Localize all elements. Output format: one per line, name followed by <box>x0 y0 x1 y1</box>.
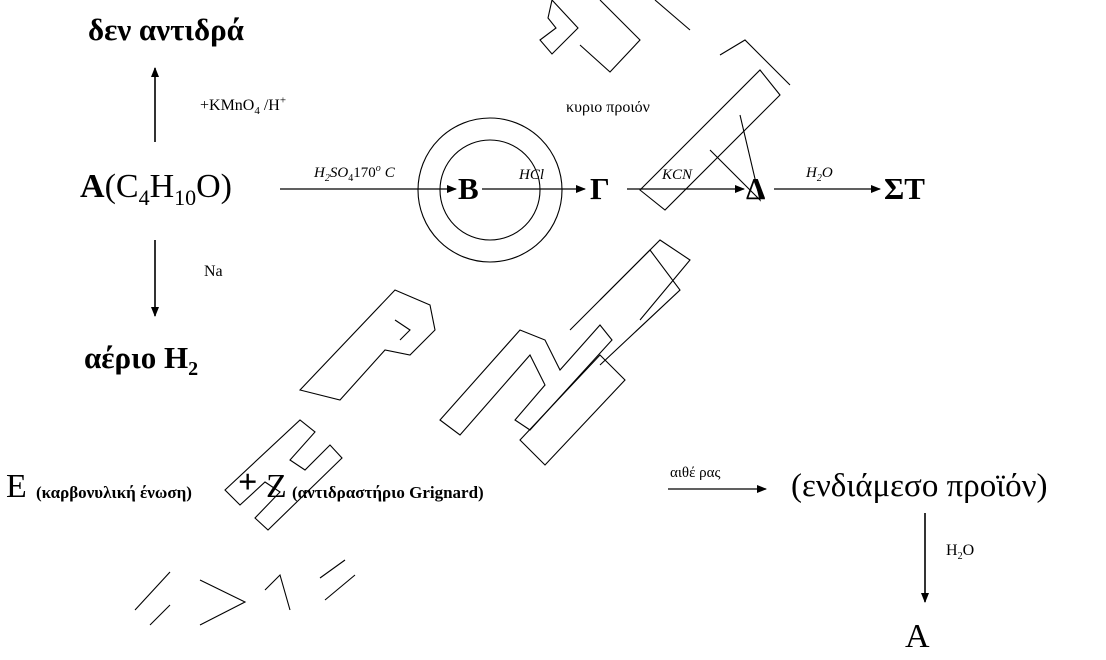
watermark-stroke <box>224 419 343 531</box>
compound-b: B <box>458 171 479 206</box>
h2so4-sub2: 4 <box>348 173 354 184</box>
compound-a-letter: A <box>80 168 105 205</box>
h2o-lower-h: H <box>946 542 958 559</box>
h2o-main-sub: 2 <box>816 173 822 184</box>
watermark-stroke <box>439 139 541 241</box>
h2so4-sub1: 2 <box>324 173 330 184</box>
final-product-a: A <box>905 618 930 655</box>
compound-a-h: H <box>149 168 175 205</box>
compound-z: Z <box>266 468 287 505</box>
h2o-main-h: H <box>806 165 817 181</box>
watermark-stroke <box>394 319 411 341</box>
h2o-main-o: O <box>821 165 833 181</box>
compound-st: ΣT <box>884 171 925 206</box>
watermark-stroke <box>319 559 346 579</box>
watermark-stroke <box>539 0 579 55</box>
kmno4-acid: /H <box>259 97 280 114</box>
watermark-stroke <box>199 579 247 626</box>
watermark-stroke <box>579 0 641 73</box>
watermark-stroke <box>519 354 626 466</box>
compound-a-h-sub: 10 <box>174 184 197 210</box>
na-condition: Na <box>204 263 223 280</box>
h2so4-c: C <box>384 165 395 181</box>
watermark-stroke <box>264 573 291 611</box>
h2o-condition-lower: H2O <box>946 542 975 563</box>
gas-text: αέριο H <box>84 340 189 375</box>
h2so4-temp: 170 <box>353 165 376 181</box>
watermark-stroke <box>719 39 791 86</box>
watermark-stroke <box>639 69 781 211</box>
compound-e: E <box>6 468 27 505</box>
compound-gamma: Γ <box>590 171 610 206</box>
watermark-stroke <box>599 239 691 321</box>
watermark-stroke <box>417 117 563 263</box>
intermediate-product: (ενδιάμεσο προϊόν) <box>791 468 1048 504</box>
gas-sub: 2 <box>188 358 199 381</box>
kmno4-text: +KMnO <box>200 97 255 114</box>
no-reaction-label: δεν αντιδρά <box>88 12 244 47</box>
watermark-stroke <box>149 604 171 626</box>
kmno4-condition: +KMnO4 /H+ <box>200 94 287 118</box>
watermark-stroke <box>709 114 761 202</box>
h2o-lower-o: O <box>962 542 975 559</box>
h2o-condition-main: H2O <box>806 165 833 184</box>
kcn-condition: KCN <box>662 167 693 183</box>
watermark-stroke <box>134 571 171 611</box>
compound-a-formula-open: (C <box>104 168 139 205</box>
watermark-stroke <box>654 0 691 31</box>
h2so4-so: SO <box>329 165 349 181</box>
h2so4-deg: o <box>375 163 381 174</box>
watermark-stroke <box>298 289 436 401</box>
compound-a-formula-close: O) <box>196 168 233 205</box>
plus-sign: + <box>238 464 258 501</box>
compound-a-c-sub: 4 <box>138 184 150 210</box>
compound-delta: Δ <box>746 171 766 206</box>
h2so4-h: H <box>314 165 325 181</box>
gas-product: αέριο H2 <box>84 340 198 379</box>
watermark-stroke <box>439 324 613 436</box>
compound-e-desc: (καρβονυλική ένωση) <box>36 483 192 502</box>
ether-condition: αιθέ ρας <box>670 465 721 481</box>
compound-a: A(C4H10O) <box>80 168 233 209</box>
watermark-stroke <box>324 574 356 601</box>
h2o-lower-sub: 2 <box>957 551 963 563</box>
kmno4-sup: + <box>279 94 287 107</box>
main-product-label: κυριο προιόν <box>566 99 650 116</box>
kmno4-sub: 4 <box>254 105 260 118</box>
hcl-condition: HCl <box>519 167 545 183</box>
compound-z-desc: (αντιδραστήριο Grignard) <box>292 483 484 502</box>
